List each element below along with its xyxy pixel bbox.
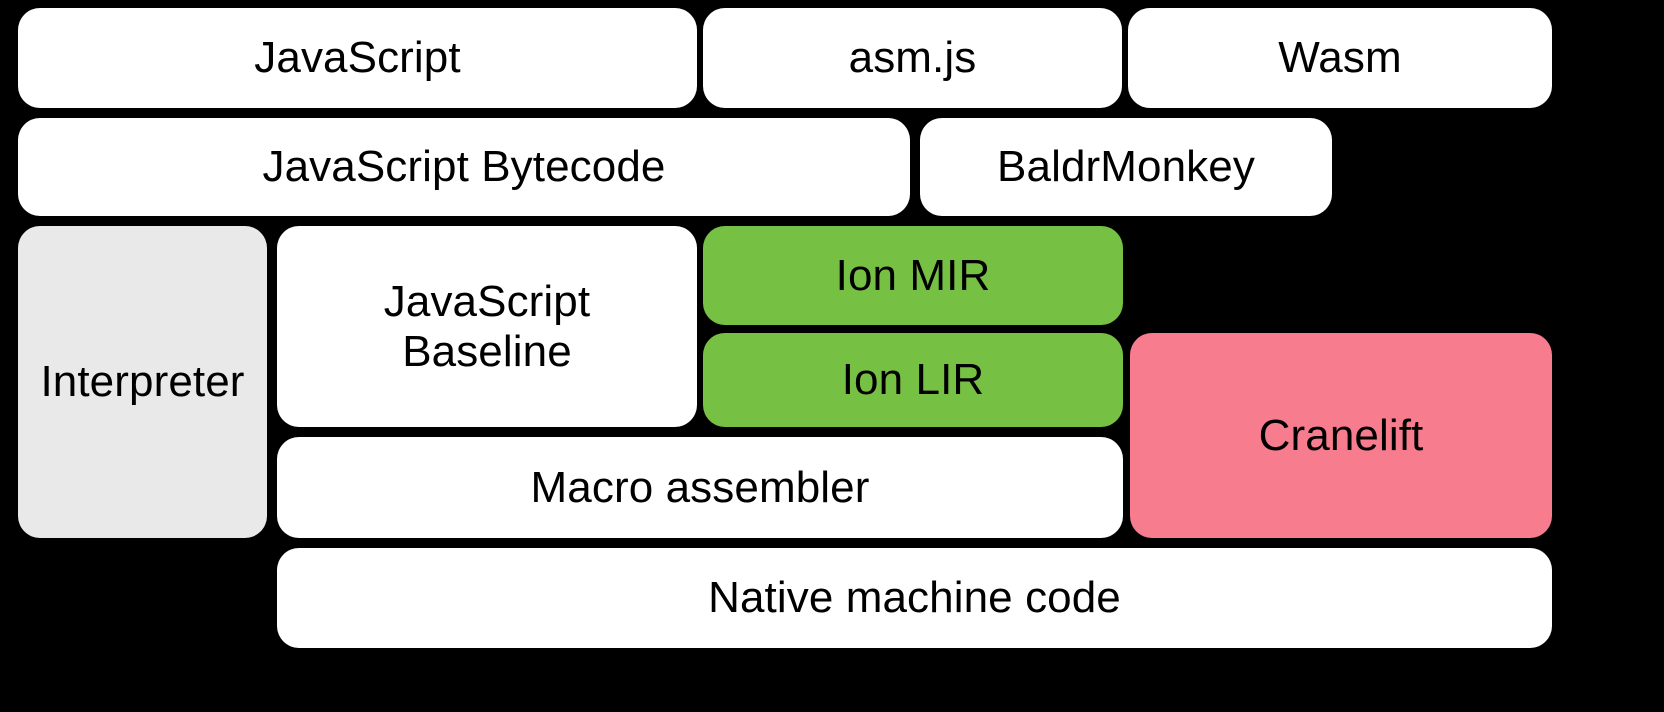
node-javascript[interactable]: JavaScript [18,8,697,108]
node-wasm[interactable]: Wasm [1128,8,1552,108]
node-ion-mir-label: Ion MIR [835,250,991,300]
node-native-machine-code[interactable]: Native machine code [277,548,1552,648]
node-cranelift[interactable]: Cranelift [1130,333,1552,538]
node-asm-js[interactable]: asm.js [703,8,1122,108]
node-baldrmonkey[interactable]: BaldrMonkey [920,118,1332,216]
node-javascript-bytecode-label: JavaScript Bytecode [262,142,666,192]
node-baldrmonkey-label: BaldrMonkey [997,142,1255,192]
node-javascript-bytecode[interactable]: JavaScript Bytecode [18,118,910,216]
node-cranelift-label: Cranelift [1258,410,1424,460]
node-javascript-baseline-label: JavaScript Baseline [383,277,591,376]
node-wasm-label: Wasm [1278,33,1402,83]
node-ion-lir-label: Ion LIR [841,355,985,405]
node-native-machine-code-label: Native machine code [708,573,1121,623]
node-javascript-label: JavaScript [254,33,461,83]
node-macro-assembler-label: Macro assembler [530,462,870,512]
node-interpreter-label: Interpreter [40,357,245,407]
node-interpreter[interactable]: Interpreter [18,226,267,538]
node-macro-assembler[interactable]: Macro assembler [277,437,1123,538]
node-ion-lir[interactable]: Ion LIR [703,333,1123,427]
node-javascript-baseline[interactable]: JavaScript Baseline [277,226,697,427]
node-asm-js-label: asm.js [848,33,977,83]
node-ion-mir[interactable]: Ion MIR [703,226,1123,325]
